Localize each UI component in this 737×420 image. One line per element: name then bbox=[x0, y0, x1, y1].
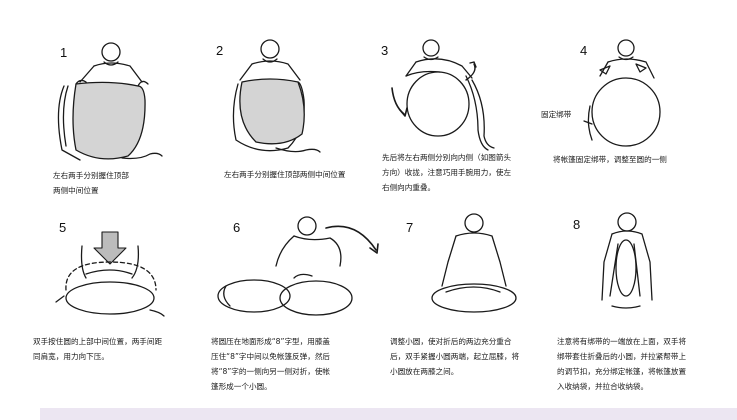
step-8-caption: 注意将有绑带的一端放在上面，双手将 绑带套住折叠后的小圆，并拉紧帮带上 的调节扣… bbox=[557, 337, 687, 391]
step-8-number: 8 bbox=[573, 217, 580, 232]
step-5-illustration: 5 bbox=[55, 220, 165, 317]
step-5-number: 5 bbox=[59, 220, 66, 235]
bottom-color-band bbox=[40, 408, 737, 420]
step-1-number: 1 bbox=[60, 45, 67, 60]
step-2-illustration: 2 bbox=[216, 39, 321, 153]
step-6-caption: 将圆压在地面形成“8”字型，用膝盖 压住“8”字中间以免帐篷反弹，然后 将“8”… bbox=[211, 337, 331, 391]
step-7-illustration: 7 bbox=[406, 213, 517, 313]
step-2-number: 2 bbox=[216, 43, 223, 58]
step-4-caption: 将帐篷固定绑带，调整至圆的一侧 bbox=[553, 155, 667, 164]
step-4-number: 4 bbox=[580, 43, 587, 58]
step-5-caption: 双手按住圆的上部中间位置，两手间距 同肩宽，用力向下压。 bbox=[33, 337, 163, 361]
step-7-number: 7 bbox=[406, 220, 413, 235]
step-7-caption: 调整小圆，使对折后的两边充分重合 后，双手紧握小圆两端，起立屈膝，将 小圆放在两… bbox=[390, 337, 520, 376]
step-8-illustration: 8 bbox=[573, 212, 653, 309]
step-6-illustration: 6 bbox=[217, 216, 379, 316]
step-3-caption: 先后将左右两侧分别向内侧（如图箭头 方向）收拢，注意巧用手腕用力，使左 右侧向内… bbox=[382, 153, 512, 192]
step-3-number: 3 bbox=[381, 43, 388, 58]
strap-label: 固定绑带 bbox=[541, 109, 572, 119]
step-2-caption: 左右两手分别握住顶部两侧中间位置 bbox=[224, 170, 346, 179]
step-6-number: 6 bbox=[233, 220, 240, 235]
step-4-illustration: 4 固定绑带 bbox=[541, 39, 661, 147]
step-3-illustration: 3 bbox=[381, 39, 495, 151]
step-1-illustration: 1 bbox=[57, 42, 163, 161]
step-1-caption: 左右两手分别握住顶部 两侧中间位置 bbox=[53, 171, 129, 195]
